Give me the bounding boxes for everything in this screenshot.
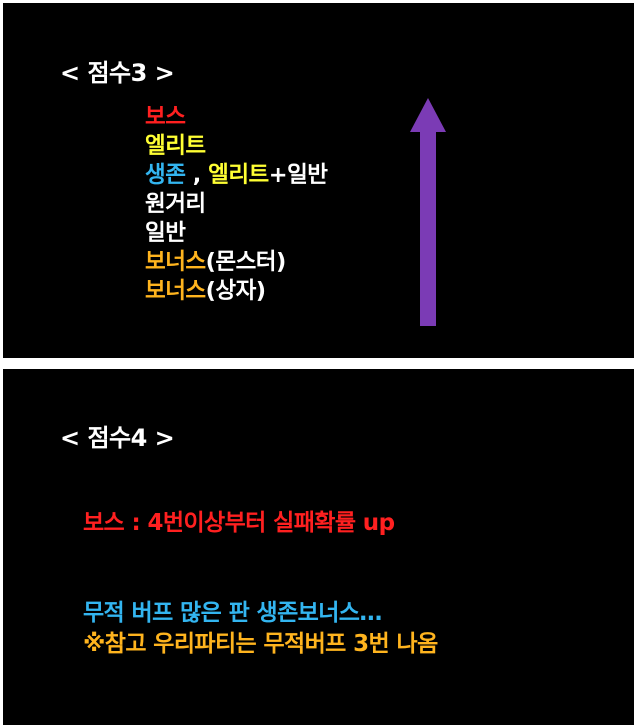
text-comma: ,	[185, 162, 209, 188]
row-boss: 보스	[145, 103, 328, 132]
text-ranged: 원거리	[145, 191, 206, 217]
score3-title: < 점수3 >	[60, 59, 175, 87]
boss-failure-note: 보스 : 4번이상부터 실패확률 up	[83, 510, 395, 536]
score3-panel: < 점수3 > 보스 엘리트 생존 , 엘리트+일반 원거리 일반 보너스(몬스…	[3, 3, 634, 358]
row-bonus-monster: 보너스(몬스터)	[145, 248, 328, 277]
row-normal: 일반	[145, 219, 328, 248]
score4-panel: < 점수4 > 보스 : 4번이상부터 실패확률 up 무적 버프 많은 판 생…	[3, 369, 634, 725]
text-normal: 일반	[145, 220, 186, 246]
score4-title: < 점수4 >	[60, 424, 175, 452]
text-boss: 보스	[145, 104, 186, 130]
priority-list: 보스 엘리트 생존 , 엘리트+일반 원거리 일반 보너스(몬스터) 보너스(상…	[145, 103, 328, 306]
row-bonus-box: 보너스(상자)	[145, 277, 328, 306]
invincible-buff-note: 무적 버프 많은 판 생존보너스…	[83, 600, 382, 626]
row-ranged: 원거리	[145, 190, 328, 219]
text-survival: 생존	[145, 162, 186, 188]
text-plus-normal: +일반	[268, 162, 328, 188]
row-survival: 생존 , 엘리트+일반	[145, 161, 328, 190]
text-monster: (몬스터)	[205, 249, 287, 275]
text-box: (상자)	[205, 278, 266, 304]
up-arrow-icon	[410, 98, 446, 326]
row-elite: 엘리트	[145, 132, 328, 161]
text-bonus-2: 보너스	[145, 278, 206, 304]
party-reference-note: ※참고 우리파티는 무적버프 3번 나옴	[83, 631, 438, 657]
text-elite-2: 엘리트	[208, 162, 269, 188]
text-bonus: 보너스	[145, 249, 206, 275]
text-elite: 엘리트	[145, 133, 206, 159]
